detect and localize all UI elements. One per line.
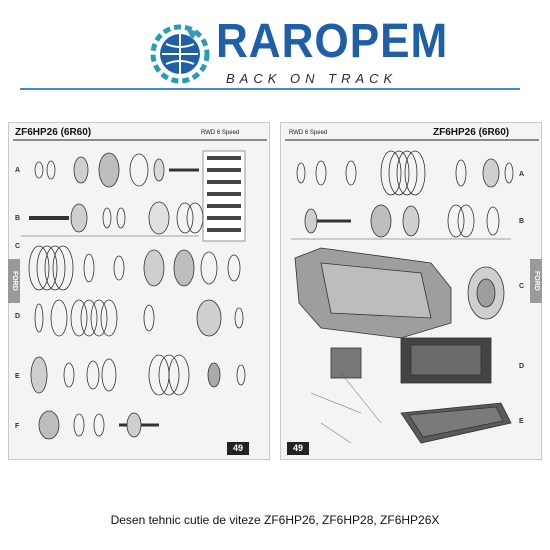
gear-globe-icon	[150, 24, 210, 84]
ford-side-tab: FORD	[530, 259, 542, 303]
row-letter: A	[15, 167, 21, 174]
parts-row-a	[296, 150, 514, 196]
image-caption: Desen tehnic cutie de viteze ZF6HP26, ZF…	[110, 513, 440, 527]
row-letter: C	[15, 243, 21, 250]
logo-divider	[20, 88, 520, 90]
row-letter: B	[15, 215, 21, 222]
parts-row-e	[30, 354, 246, 396]
parts-row-b	[29, 201, 204, 235]
parts-row-f	[38, 410, 159, 440]
row-letter: A	[519, 171, 525, 178]
row-letter: D	[15, 313, 21, 320]
valve-body	[330, 337, 492, 384]
exploded-parts-diagram-right	[285, 139, 539, 444]
ford-side-tab: FORD	[8, 259, 20, 303]
parts-row-c	[28, 245, 241, 291]
row-letter: D	[519, 363, 525, 370]
oil-pan	[400, 402, 512, 444]
row-letter: E	[519, 418, 524, 425]
row-letter: C	[519, 283, 525, 290]
row-letter: E	[15, 373, 20, 380]
manual-page-right: ZF6HP26 (6R60) RWD 6 Speed FORD A B C D …	[280, 122, 542, 460]
manual-spread: ZF6HP26 (6R60) RWD 6 Speed FORD A B C D …	[8, 122, 542, 460]
row-letter: F	[15, 423, 20, 430]
page-subtitle: RWD 6 Speed	[201, 130, 240, 136]
page-subtitle: RWD 6 Speed	[289, 130, 328, 136]
exploded-parts-diagram-left	[13, 139, 267, 440]
page-title: ZF6HP26 (6R60)	[433, 127, 510, 138]
brand-name: RAROPEM	[216, 15, 449, 68]
manual-page-left: ZF6HP26 (6R60) RWD 6 Speed FORD A B C D …	[8, 122, 270, 460]
page-title: ZF6HP26 (6R60)	[15, 127, 92, 138]
page-number: 49	[227, 442, 249, 455]
brand-logo: RAROPEM BACK ON TRACK	[148, 10, 447, 90]
parts-row-d	[34, 299, 244, 337]
transmission-case	[294, 247, 505, 339]
row-letter: B	[519, 218, 525, 225]
parts-row-b	[304, 204, 500, 238]
brand-tagline: BACK ON TRACK	[226, 71, 398, 86]
page-number: 49	[287, 442, 309, 455]
